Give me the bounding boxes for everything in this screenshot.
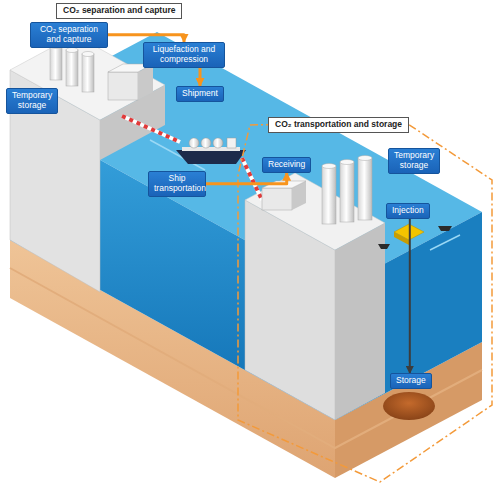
label-text: Storage — [396, 376, 426, 386]
ship-tank — [189, 138, 199, 148]
plant-building — [262, 188, 292, 210]
land-side — [335, 223, 385, 420]
storage-tank — [66, 50, 78, 86]
label-text: CO₂ separation and capture — [36, 25, 102, 45]
label-text: CO₂ separation and capture — [63, 6, 175, 16]
plant-building — [108, 72, 138, 100]
label-text: Temporary storage — [394, 151, 434, 171]
step-label: Receiving — [262, 157, 311, 173]
ship-hull — [176, 150, 246, 164]
label-text: Liquefaction and compression — [149, 45, 219, 65]
ship-tank — [201, 138, 211, 148]
section-header: CO₂ separation and capture — [56, 3, 182, 19]
storage-tank — [82, 54, 94, 92]
loading-pipe — [122, 116, 180, 142]
flow-arrow — [199, 68, 202, 87]
receiving-pipe — [242, 158, 262, 200]
step-label: Injection — [386, 203, 430, 219]
storage-reservoir — [383, 392, 435, 420]
step-label: Shipment — [176, 86, 224, 102]
storage-tank — [340, 162, 354, 222]
water-shine — [430, 235, 460, 250]
tank-top — [322, 164, 336, 169]
section-header: CO₂ transportation and storage — [268, 117, 409, 133]
flow-arrow — [108, 35, 184, 42]
injection-platform-side — [394, 232, 409, 245]
work-boat — [378, 244, 390, 249]
step-label: Temporary storage — [388, 148, 440, 174]
work-boat — [438, 226, 452, 231]
storage-tank — [50, 46, 62, 80]
water-side — [335, 212, 482, 420]
storage-tank — [322, 166, 336, 224]
receiving-pipe-stripes — [242, 158, 262, 200]
label-text: Temporary storage — [12, 91, 52, 111]
ship-tank — [213, 138, 223, 148]
step-label: Storage — [390, 373, 432, 389]
tank-top — [340, 160, 354, 165]
tank-top — [82, 52, 94, 57]
ship-bridge — [227, 138, 236, 148]
step-label: Liquefaction and compression — [143, 42, 225, 68]
label-text: Injection — [392, 206, 424, 216]
label-text: Ship transportation — [154, 174, 200, 194]
region-outline — [238, 122, 492, 482]
well-pipe-arrow — [409, 219, 411, 373]
label-text: Receiving — [268, 160, 305, 170]
step-label: Temporary storage — [6, 88, 58, 114]
loading-pipe-stripes — [122, 116, 180, 142]
tank-top — [66, 48, 78, 53]
label-text: CO₂ transportation and storage — [275, 120, 402, 130]
tank-top — [358, 156, 372, 161]
storage-tank — [358, 158, 372, 220]
label-text: Shipment — [182, 89, 218, 99]
step-label: CO₂ separation and capture — [30, 22, 108, 48]
flow-arrow — [206, 173, 287, 184]
step-label: Ship transportation — [148, 171, 206, 197]
